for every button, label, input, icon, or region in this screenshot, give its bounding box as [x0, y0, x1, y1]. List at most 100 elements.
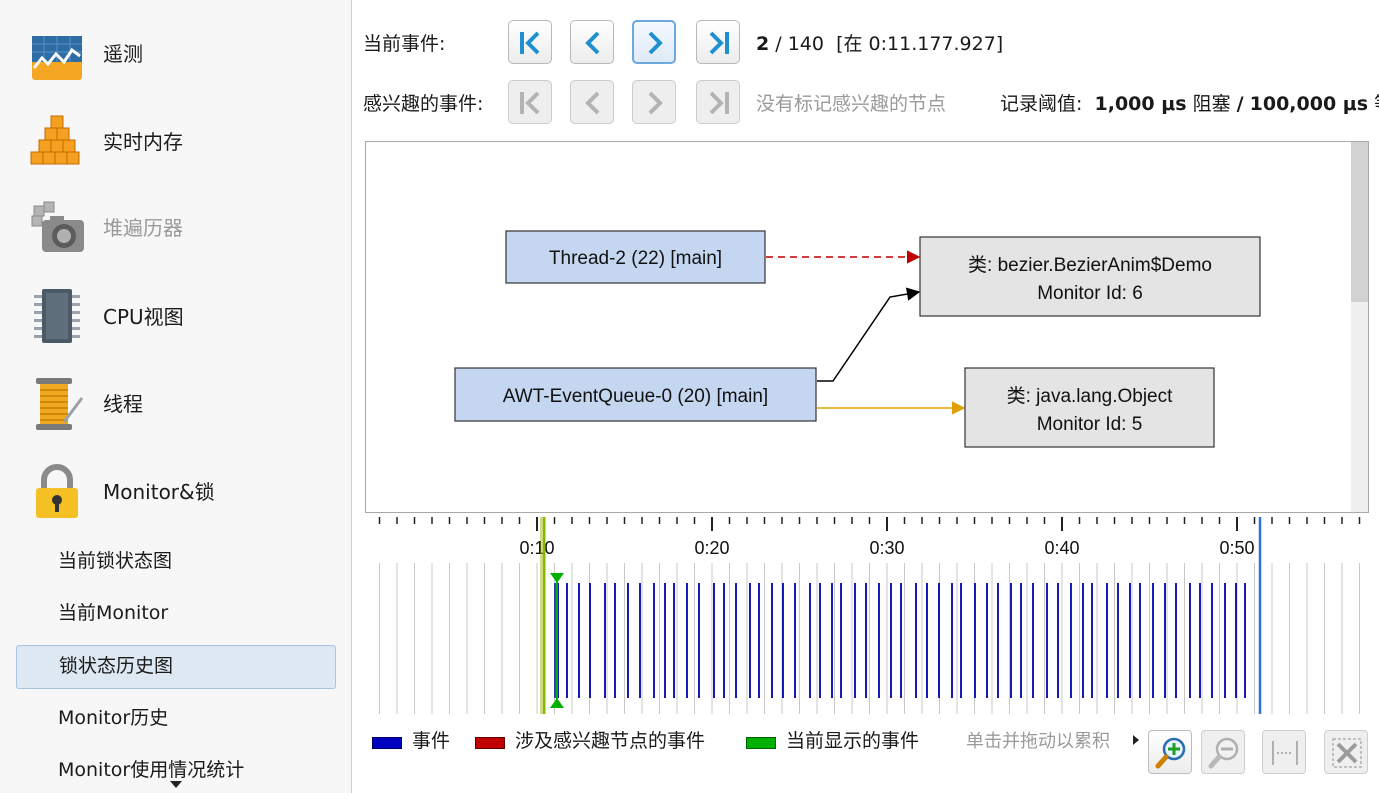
sidebar-item-threads[interactable]: 线程 [0, 364, 351, 444]
current-event-index: 2 [756, 33, 770, 55]
total-events: 140 [787, 33, 824, 55]
sidebar-item-telemetry[interactable]: 遥测 [0, 14, 351, 94]
event-timeline[interactable]: 0:10 0:20 0:30 0:40 0:50 [363, 517, 1369, 714]
counter-separator: / [769, 33, 788, 55]
timeline-tick-label: 0:30 [869, 538, 904, 558]
timeline-tick-label: 0:50 [1219, 538, 1254, 558]
event-timestamp: [在 0:11.177.927] [836, 33, 1004, 55]
first-interesting-button[interactable] [508, 80, 552, 124]
thread-node-thread2[interactable]: Thread-2 (22) [main] [505, 230, 766, 284]
legend-current-label: 当前显示的事件 [786, 730, 920, 752]
timeline-tick-label: 0:40 [1044, 538, 1079, 558]
thread-spool-icon [36, 378, 84, 430]
legend-current-swatch [746, 737, 776, 749]
node-label: AWT-EventQueue-0 (20) [main] [503, 386, 768, 407]
reset-zoom-icon [1332, 738, 1362, 768]
event-counter: 2 / 140 [在 0:11.177.927] [756, 32, 1003, 56]
previous-event-button[interactable] [570, 20, 614, 64]
locking-graph-panel[interactable]: Thread-2 (22) [main] AWT-EventQueue-0 (2… [365, 141, 1369, 513]
sidebar-subitem-current-monitors[interactable]: 当前Monitor [16, 593, 334, 635]
timeline-tick-label: 0:20 [694, 538, 729, 558]
sidebar-subitem-label: Monitor使用情况统计 [58, 759, 245, 781]
timeline-markers [540, 517, 1262, 714]
zoom-out-button[interactable] [1201, 730, 1245, 774]
timeline-events [557, 583, 1246, 698]
hint-expand-arrow-icon[interactable] [1133, 735, 1139, 745]
first-arrow-icon [520, 31, 540, 55]
timeline-tick-labels: 0:10 0:20 0:30 0:40 0:50 [519, 538, 1254, 558]
last-event-button[interactable] [696, 20, 740, 64]
current-event-bottom-marker-icon [550, 698, 564, 708]
node-monitor-id: Monitor Id: 5 [1037, 414, 1143, 435]
last-arrow-icon [709, 31, 729, 55]
sidebar-subitem-current-locking-graph[interactable]: 当前锁状态图 [16, 541, 334, 583]
sidebar-subitem-label: 当前Monitor [58, 602, 169, 624]
legend-interesting-swatch [475, 737, 505, 749]
blocking-label: 阻塞 [1192, 93, 1231, 115]
zoom-in-icon [1155, 737, 1186, 769]
threshold-slash: / [1236, 93, 1244, 115]
first-event-button[interactable] [508, 20, 552, 64]
sidebar-item-label: Monitor&锁 [103, 480, 215, 504]
telemetry-chart-icon [32, 36, 82, 80]
sidebar-subitem-locking-history-graph[interactable]: 锁状态历史图 [16, 645, 336, 689]
node-class-label: 类: java.lang.Object [1007, 385, 1174, 407]
monitor-node-bezier-demo[interactable]: 类: bezier.BezierAnim$Demo Monitor Id: 6 [919, 236, 1261, 317]
next-arrow-icon [648, 91, 663, 115]
thread-node-awt-eventqueue[interactable]: AWT-EventQueue-0 (20) [main] [454, 367, 817, 422]
edge-awt-owns-demo [817, 287, 921, 382]
heap-camera-icon [31, 201, 84, 252]
cpu-chip-icon [34, 289, 80, 343]
timeline-tick-label: 0:10 [519, 538, 554, 558]
padlock-icon [36, 464, 78, 518]
scroll-down-arrow-icon[interactable] [170, 781, 182, 788]
node-monitor-id: Monitor Id: 6 [1037, 283, 1143, 304]
first-arrow-icon [520, 91, 540, 115]
node-label: Thread-2 (22) [main] [549, 248, 722, 269]
legend-interesting-label: 涉及感兴趣节点的事件 [515, 730, 706, 752]
sidebar-item-label: 线程 [103, 392, 143, 416]
sidebar-item-label: 遥测 [103, 42, 143, 66]
locking-graph-canvas: Thread-2 (22) [main] AWT-EventQueue-0 (2… [454, 230, 1261, 448]
no-interesting-nodes-text: 没有标记感兴趣的节点 [756, 93, 947, 115]
sidebar-subitem-label: 当前锁状态图 [58, 550, 173, 572]
sidebar-item-heap-walker[interactable]: 堆遍历器 [0, 188, 351, 268]
graph-vertical-scrollbar[interactable] [1351, 142, 1368, 512]
fit-width-button[interactable] [1262, 730, 1306, 774]
next-interesting-button[interactable] [632, 80, 676, 124]
interesting-event-label: 感兴趣的事件: [363, 93, 484, 115]
zoom-in-button[interactable] [1148, 730, 1192, 774]
sidebar-item-label: CPU视图 [103, 305, 184, 329]
waiting-label: 等 [1374, 93, 1379, 115]
sidebar-item-monitors-locks[interactable]: Monitor&锁 [0, 452, 351, 532]
sidebar-subitem-label: Monitor历史 [58, 707, 169, 729]
last-arrow-icon [709, 91, 729, 115]
monitor-node-java-object[interactable]: 类: java.lang.Object Monitor Id: 5 [964, 367, 1215, 448]
next-arrow-icon [648, 31, 663, 55]
timeline-canvas: 0:10 0:20 0:30 0:40 0:50 [378, 517, 1361, 714]
recording-threshold: 记录阈值: 1,000 μs 阻塞 / 100,000 μs 等 [1000, 92, 1379, 116]
sidebar-item-label: 实时内存 [103, 130, 183, 154]
sidebar-subitem-monitor-usage-statistics[interactable]: Monitor使用情况统计 [16, 750, 334, 792]
previous-interesting-button[interactable] [570, 80, 614, 124]
current-event-top-marker-icon [550, 573, 564, 583]
last-interesting-button[interactable] [696, 80, 740, 124]
scrollbar-thumb[interactable] [1351, 142, 1368, 302]
current-event-label: 当前事件: [363, 33, 446, 55]
sidebar-item-live-memory[interactable]: 实时内存 [0, 102, 351, 182]
sidebar: 遥测 实时内存 堆遍历器 [0, 0, 352, 793]
sidebar-item-cpu-views[interactable]: CPU视图 [0, 277, 351, 357]
zoom-out-icon [1208, 737, 1239, 769]
waiting-threshold-value: 100,000 μs [1249, 93, 1369, 115]
threshold-label: 记录阈值: [1000, 93, 1083, 115]
sidebar-item-label: 堆遍历器 [103, 216, 183, 240]
sidebar-subitem-monitor-history[interactable]: Monitor历史 [16, 698, 334, 740]
blocking-threshold-value: 1,000 μs [1094, 93, 1187, 115]
legend-events-swatch [372, 737, 402, 749]
sidebar-subitem-label: 锁状态历史图 [59, 655, 174, 677]
node-class-label: 类: bezier.BezierAnim$Demo [968, 254, 1212, 276]
fit-width-icon [1272, 741, 1298, 765]
next-event-button[interactable] [632, 20, 676, 64]
reset-zoom-button[interactable] [1324, 730, 1368, 774]
timeline-minor-ticks [378, 517, 1361, 531]
